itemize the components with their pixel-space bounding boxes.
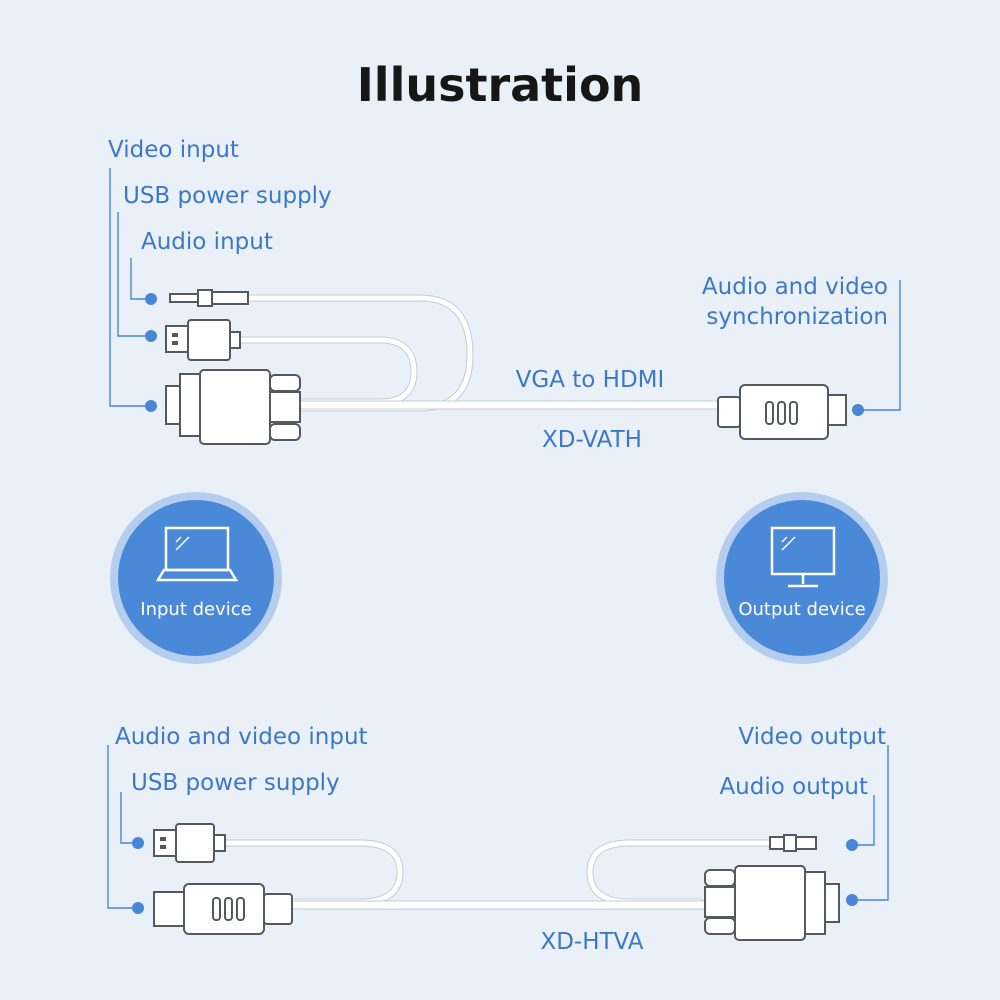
top-leader-lines xyxy=(109,168,901,416)
label-audio-input: Audio input xyxy=(141,229,273,255)
top-cables xyxy=(234,294,725,412)
vga-plug-top xyxy=(165,369,301,445)
usb-plug-bottom xyxy=(153,823,226,863)
label-output-device: Output device xyxy=(738,599,866,620)
output-device-circle xyxy=(716,492,888,664)
label-cable-name: VGA to HDMI xyxy=(515,367,665,393)
usb-plug-top xyxy=(165,319,241,361)
hdmi-plug-top xyxy=(717,384,847,440)
label-video-input: Video input xyxy=(108,137,239,163)
label-input-device: Input device xyxy=(140,599,252,620)
label-av-input: Audio and video input xyxy=(115,724,368,750)
label-av-sync-line2: synchronization xyxy=(706,304,888,330)
audio-jack-plug-bottom xyxy=(769,834,817,852)
bottom-cables xyxy=(221,839,774,910)
laptop-icon xyxy=(155,526,239,582)
audio-jack-plug-top xyxy=(169,289,249,307)
monitor-icon xyxy=(770,526,836,588)
hdmi-plug-bottom xyxy=(153,883,293,935)
bottom-leader-lines xyxy=(107,745,889,914)
page-title: Illustration xyxy=(356,58,644,112)
label-video-output: Video output xyxy=(738,724,886,750)
label-av-sync-line1: Audio and video xyxy=(701,274,888,300)
label-usb-power-bottom: USB power supply xyxy=(131,770,340,796)
label-audio-output: Audio output xyxy=(719,774,868,800)
label-model-bottom: XD-HTVA xyxy=(540,929,644,955)
label-model-top: XD-VATH xyxy=(542,427,642,453)
input-device-circle xyxy=(110,492,282,664)
vga-plug-bottom xyxy=(704,865,840,941)
label-usb-power-top: USB power supply xyxy=(123,183,332,209)
